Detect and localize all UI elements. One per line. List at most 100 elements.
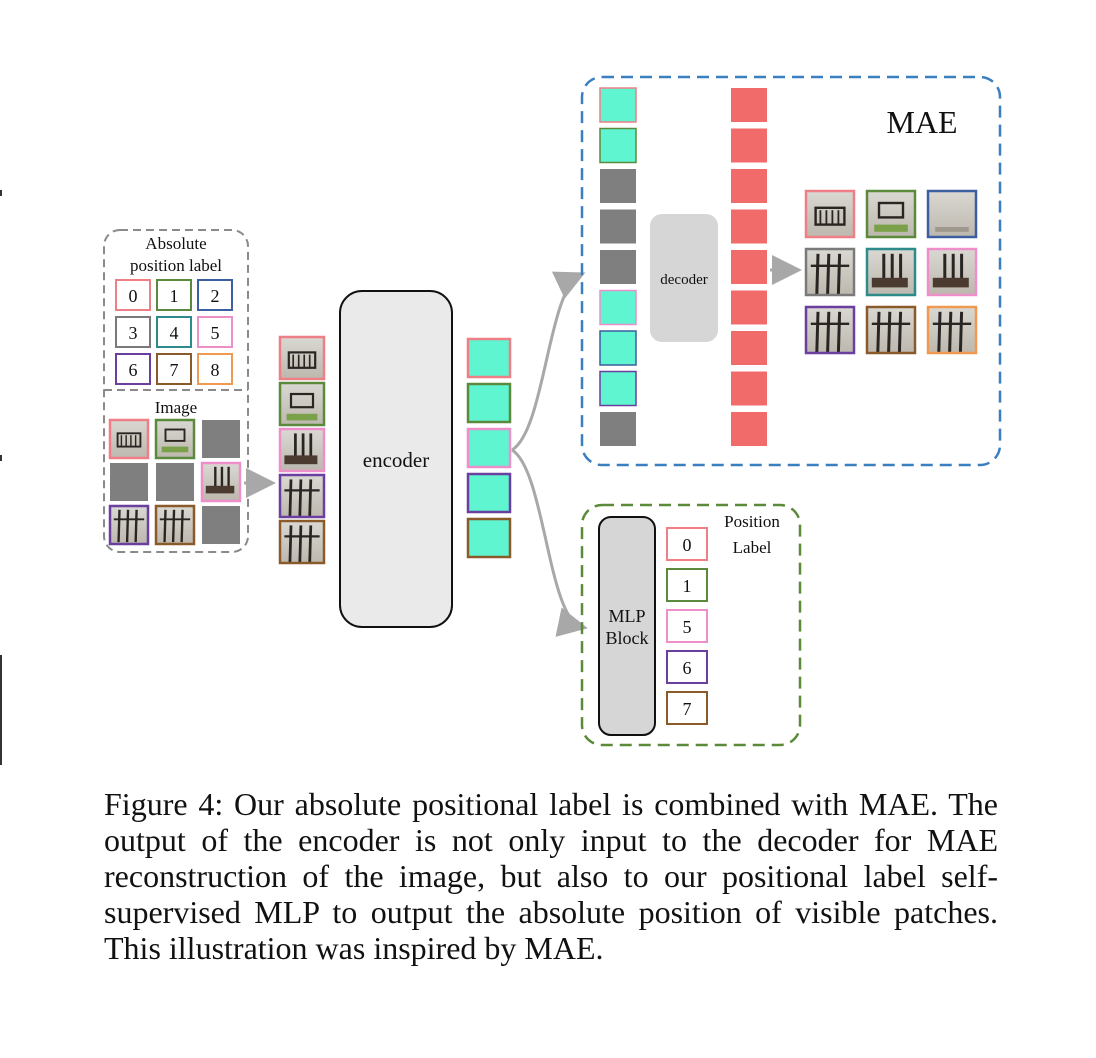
mae-token-visible xyxy=(599,370,637,407)
reconstructed-patch xyxy=(804,247,856,297)
visible-patch xyxy=(278,427,326,473)
encoder-output-tokens xyxy=(466,337,512,559)
position-label-cell: 2 xyxy=(197,279,233,311)
position-label-grid: 0 1 2 3 4 5 6 7 8 xyxy=(115,279,233,385)
predicted-position-number: 5 xyxy=(683,617,692,637)
predicted-position-label: 6 xyxy=(666,650,708,684)
mae-token-masked xyxy=(600,169,636,203)
visible-patch xyxy=(278,335,326,381)
mae-token-masked xyxy=(600,412,636,446)
position-label-cell: 7 xyxy=(156,353,192,385)
predicted-position-number: 6 xyxy=(683,658,692,678)
reconstructed-patch xyxy=(926,189,978,239)
reconstructed-patch xyxy=(865,247,917,297)
encoder-output-token xyxy=(466,517,512,559)
encoder-output-token xyxy=(466,472,512,514)
position-label-cell: 6 xyxy=(115,353,151,385)
mae-token-visible xyxy=(599,289,637,326)
encoder-output-token xyxy=(466,337,512,379)
visible-patch xyxy=(278,381,326,427)
encoder-label: encoder xyxy=(363,448,429,472)
mae-token-visible xyxy=(599,330,637,366)
margin-mark-1 xyxy=(0,190,2,196)
mae-label: MAE xyxy=(886,104,957,140)
position-label-cell: 1 xyxy=(156,279,192,311)
position-label-cell: 3 xyxy=(115,316,151,348)
image-patch-masked xyxy=(202,506,240,544)
predicted-position-labels: 0 1 5 6 7 xyxy=(666,527,708,725)
visible-patch xyxy=(278,473,326,519)
decoded-token xyxy=(731,250,767,284)
mae-input-tokens xyxy=(599,87,637,446)
image-patch-grid xyxy=(108,418,242,546)
decoded-token xyxy=(731,169,767,203)
encoder-block: encoder xyxy=(339,290,453,628)
reconstructed-patch xyxy=(926,305,978,355)
legend-title-line2: position label xyxy=(130,256,222,275)
predicted-position-number: 7 xyxy=(683,699,692,719)
position-label-cell: 4 xyxy=(156,316,192,348)
reconstructed-patch xyxy=(804,189,856,239)
image-patch-masked xyxy=(156,463,194,501)
margin-mark-3 xyxy=(0,655,2,765)
reconstructed-patch xyxy=(926,247,978,297)
figure-caption: Figure 4: Our absolute positional label … xyxy=(104,786,998,966)
position-label-number: 1 xyxy=(170,286,179,306)
decoded-token xyxy=(731,88,767,122)
mae-token-masked xyxy=(600,250,636,284)
image-patch-visible xyxy=(108,504,150,546)
position-label-title-line1: Position xyxy=(724,512,780,531)
position-label-cell: 8 xyxy=(197,353,233,385)
image-patch-masked xyxy=(202,420,240,458)
reconstructed-patch xyxy=(865,189,917,239)
encoder-output-token xyxy=(466,382,512,424)
image-patch-visible xyxy=(154,418,196,460)
predicted-position-label: 7 xyxy=(666,691,708,725)
image-label: Image xyxy=(155,398,197,417)
decoded-token xyxy=(731,290,767,325)
image-patch-visible xyxy=(200,461,242,503)
decoded-token xyxy=(731,371,767,406)
reconstructed-patch xyxy=(865,305,917,355)
mae-token-masked xyxy=(600,209,636,244)
image-patch-visible xyxy=(154,504,196,546)
image-patch-visible xyxy=(108,418,150,460)
encoder-output-token xyxy=(466,427,512,469)
decoded-token xyxy=(731,128,767,163)
position-label-number: 6 xyxy=(129,360,138,380)
mlp-label-line1: MLP xyxy=(608,606,645,626)
predicted-position-number: 0 xyxy=(683,535,692,555)
mlp-block xyxy=(598,516,656,736)
mae-token-visible xyxy=(599,127,637,164)
decoded-token xyxy=(731,331,767,365)
position-label-number: 8 xyxy=(211,360,220,380)
decoder-block xyxy=(650,214,718,342)
position-label-title-line2: Label xyxy=(733,538,772,557)
position-label-number: 2 xyxy=(211,286,220,306)
reconstructed-patch xyxy=(804,305,856,355)
visible-patch-column xyxy=(278,335,326,565)
position-label-number: 4 xyxy=(170,323,179,343)
mae-panel: MAE decoder xyxy=(580,75,1002,467)
position-label-cell: 5 xyxy=(197,316,233,348)
position-label-number: 7 xyxy=(170,360,179,380)
margin-mark-2 xyxy=(0,455,2,461)
reconstructed-image-grid xyxy=(804,189,978,355)
arrow-to-mlp xyxy=(511,448,588,637)
position-label-number: 5 xyxy=(211,323,220,343)
position-label-cell: 0 xyxy=(115,279,151,311)
visible-patch xyxy=(278,519,326,565)
mlp-panel: MLP Block Position Label 0 1 5 6 7 xyxy=(580,503,802,747)
decoded-token xyxy=(731,412,767,446)
position-label-number: 0 xyxy=(129,286,138,306)
image-patch-masked xyxy=(110,463,148,501)
decoded-token xyxy=(731,209,767,244)
predicted-position-label: 0 xyxy=(666,527,708,561)
decoder-label: decoder xyxy=(660,272,707,288)
predicted-position-label: 1 xyxy=(666,568,708,602)
position-label-number: 3 xyxy=(129,323,138,343)
mae-token-visible xyxy=(599,87,637,123)
mlp-label-line2: Block xyxy=(606,628,649,648)
